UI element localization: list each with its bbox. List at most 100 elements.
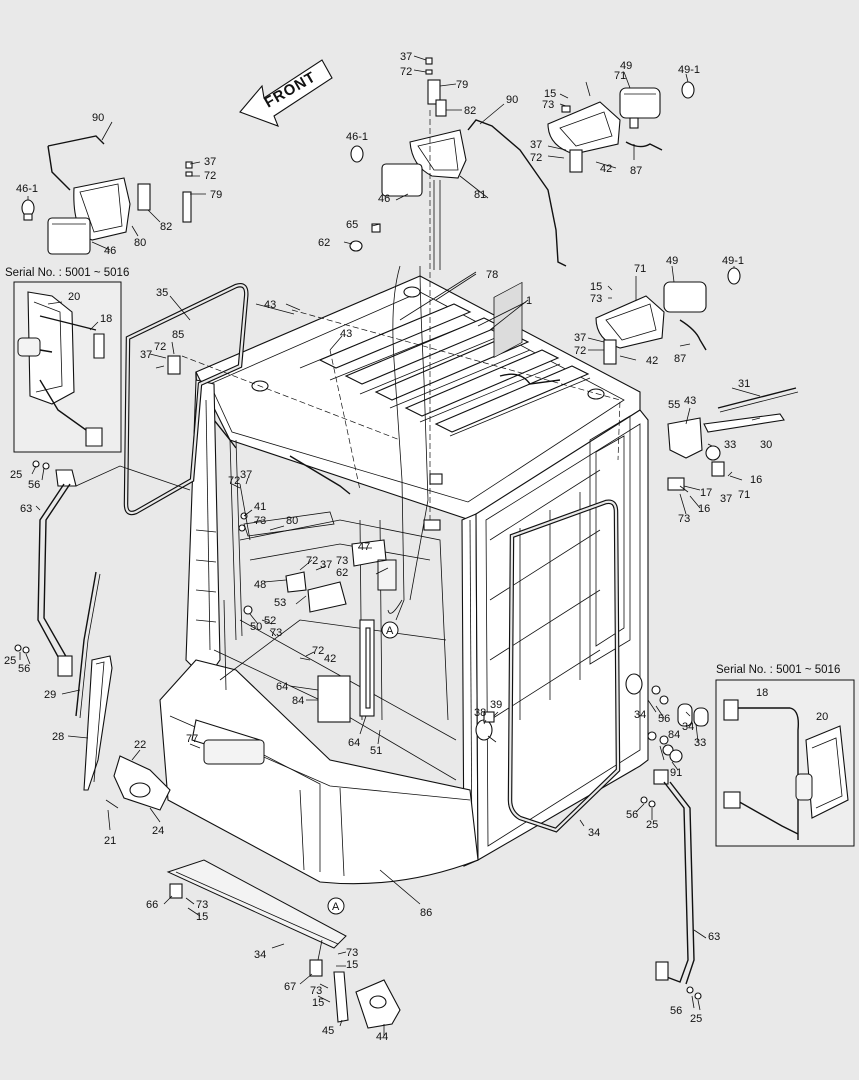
label-81-a: 82	[464, 105, 476, 117]
label-20-a: 20	[68, 291, 80, 303]
label-63-f: 37	[240, 469, 252, 481]
label-67: 64	[276, 681, 288, 693]
label-40: 41	[254, 501, 266, 513]
label-53: 53	[274, 597, 286, 609]
label-56-b: 56	[18, 663, 30, 675]
label-15-b: 15	[590, 281, 602, 293]
label-83: 84	[668, 729, 680, 741]
label-22: 22	[134, 739, 146, 751]
label-73-f: 73	[270, 627, 282, 639]
label-82: 84	[292, 695, 304, 707]
cab-left-frame	[185, 379, 221, 681]
label-73-a: 73	[542, 99, 554, 111]
handrail-left-65	[14, 460, 77, 677]
label-75: 77	[186, 733, 198, 745]
label-26: 30	[760, 439, 772, 451]
label-49-1-a: 49-1	[678, 64, 700, 76]
serial-note-left: Serial No. : 5001 ~ 5016	[5, 267, 129, 279]
label-51: 51	[370, 745, 382, 757]
label-66: 64	[348, 737, 360, 749]
label-62: 62	[318, 237, 330, 249]
label-42-a: 42	[600, 163, 612, 175]
label-78-a: 79	[456, 79, 468, 91]
label-77: 80	[286, 515, 298, 527]
label-21: 21	[104, 835, 116, 847]
label-73-b: 73	[590, 293, 602, 305]
label-56-a: 56	[28, 479, 40, 491]
label-47: 47	[358, 541, 370, 553]
label-72-d: 72	[204, 170, 216, 182]
label-16-a: 16	[750, 474, 762, 486]
label-24: 24	[152, 825, 164, 837]
label-46-a: 46	[378, 193, 390, 205]
label-46-1-b: 46-1	[16, 183, 38, 195]
label-43-a: 43	[264, 299, 276, 311]
svg-text:A: A	[386, 625, 394, 637]
label-72-f: 72	[228, 475, 240, 487]
label-73-d: 73	[254, 515, 266, 527]
label-63-g: 37	[320, 559, 332, 571]
label-56-c: 56	[658, 713, 670, 725]
label-34-a: 34	[634, 709, 646, 721]
label-72-h: 72	[312, 645, 324, 657]
label-63-b: 37	[530, 139, 542, 151]
label-43-c: 43	[684, 395, 696, 407]
label-55: 55	[668, 399, 680, 411]
label-18-b: 18	[756, 687, 768, 699]
leader-lines	[19, 55, 761, 1036]
label-15-d: 15	[346, 959, 358, 971]
label-16-b: 16	[698, 503, 710, 515]
label-50: 50	[250, 621, 262, 633]
wiper-assembly-left	[75, 571, 171, 811]
label-17: 17	[700, 487, 712, 499]
label-72-a: 72	[400, 66, 412, 78]
label-80: 81	[474, 189, 486, 201]
label-42-b: 42	[646, 355, 658, 367]
label-71-a: 71	[614, 70, 626, 82]
label-65-b: 63	[708, 931, 720, 943]
mirror-44	[333, 971, 401, 1029]
label-72-c: 72	[574, 345, 586, 357]
label-70: 67	[284, 981, 296, 993]
label-27: 31	[738, 378, 750, 390]
label-63-a: 37	[400, 51, 412, 63]
label-87-a: 90	[506, 94, 518, 106]
cab-lower-skirt	[159, 659, 479, 885]
label-73-c: 73	[678, 513, 690, 525]
serial-note-right: Serial No. : 5001 ~ 5016	[716, 664, 840, 676]
label-52: 52	[264, 615, 276, 627]
work-lamp-right-upper	[547, 81, 695, 173]
label-72-g: 72	[306, 555, 318, 567]
label-25-c: 25	[646, 819, 658, 831]
label-65-a: 63	[20, 503, 32, 515]
sunshade-33	[166, 859, 347, 977]
label-18-a: 18	[100, 313, 112, 325]
label-45: 45	[322, 1025, 334, 1037]
label-32: 34	[588, 827, 600, 839]
label-46-1-a: 46-1	[346, 131, 368, 143]
handrail-right-65	[640, 769, 702, 1000]
front-direction-arrow: FRONT	[239, 59, 333, 127]
label-35: 35	[156, 287, 168, 299]
label-1: 1	[526, 295, 532, 307]
window-seal-35	[123, 283, 249, 516]
label-38: 38	[474, 707, 486, 719]
serial-box-left: Serial No. : 5001 ~ 5016	[5, 267, 129, 453]
mirror-left-drawing	[17, 291, 105, 447]
part-labels: 37 72 79 82 90 46-1 46 81 65 62 78 1 43 …	[4, 51, 828, 1043]
label-56-e: 56	[670, 1005, 682, 1017]
label-71-b: 71	[634, 263, 646, 275]
label-37: 37	[720, 493, 732, 505]
right-side-fittings	[475, 673, 709, 763]
work-lamp-left	[21, 135, 193, 255]
label-30: 33	[724, 439, 736, 451]
label-49-1-b: 49-1	[722, 255, 744, 267]
label-44: 44	[376, 1031, 388, 1043]
label-90: 91	[670, 767, 682, 779]
label-63-d: 37	[204, 156, 216, 168]
label-15-a: 15	[544, 88, 556, 100]
label-25-b: 25	[4, 655, 16, 667]
mirror-right-drawing	[723, 699, 849, 840]
label-64: 62	[336, 567, 348, 579]
